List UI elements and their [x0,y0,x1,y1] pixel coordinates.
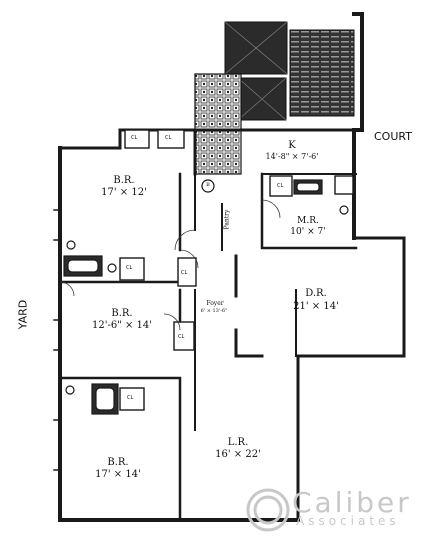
pantry-label: Pantry [223,209,231,230]
closet-label: CL [131,135,138,141]
dr-label: D.R. [305,288,327,299]
kitchen-appliances [224,21,355,121]
br3-dims: 17' × 14' [95,469,141,480]
court-label: COURT [374,130,412,143]
marker-letter: B [206,182,210,188]
br2-dims: 12'-6" × 14' [91,320,153,331]
logo-brand: Caliber [292,486,412,519]
kitchen-dims: 14'-8" × 7'-6' [265,152,319,161]
logo-mark [246,488,290,532]
kitchen-label: K [288,140,296,151]
br3-label: B.R. [107,457,129,468]
foyer-dims: 6' × 13'-6" [200,308,228,314]
closet-label: CL [165,135,172,141]
closet-label: CL [178,334,185,340]
br1-dims: 17' × 12' [101,187,147,198]
br2-label: B.R. [111,308,133,319]
foyer-label: Foyer [206,300,224,307]
walls [53,12,406,522]
mr-dims: 10' × 7' [290,227,326,237]
marker-badge [201,179,215,193]
lr-dims: 16' × 22' [215,449,261,460]
closets [119,129,354,411]
br1-label: B.R. [113,175,135,186]
yard-label: YARD [16,299,30,330]
lr-label: L.R. [227,437,249,448]
door-swings [59,199,281,331]
bath-fixtures [63,179,349,415]
logo-sub: Associates [296,514,400,528]
mr-label: M.R. [297,216,319,226]
closet-label: CL [181,270,188,276]
closet-label: CL [126,265,133,271]
dr-dims: 21' × 14' [293,301,339,312]
kitchen-counter [194,73,242,175]
closet-label: CL [127,395,134,401]
closet-label: CL [277,183,284,189]
